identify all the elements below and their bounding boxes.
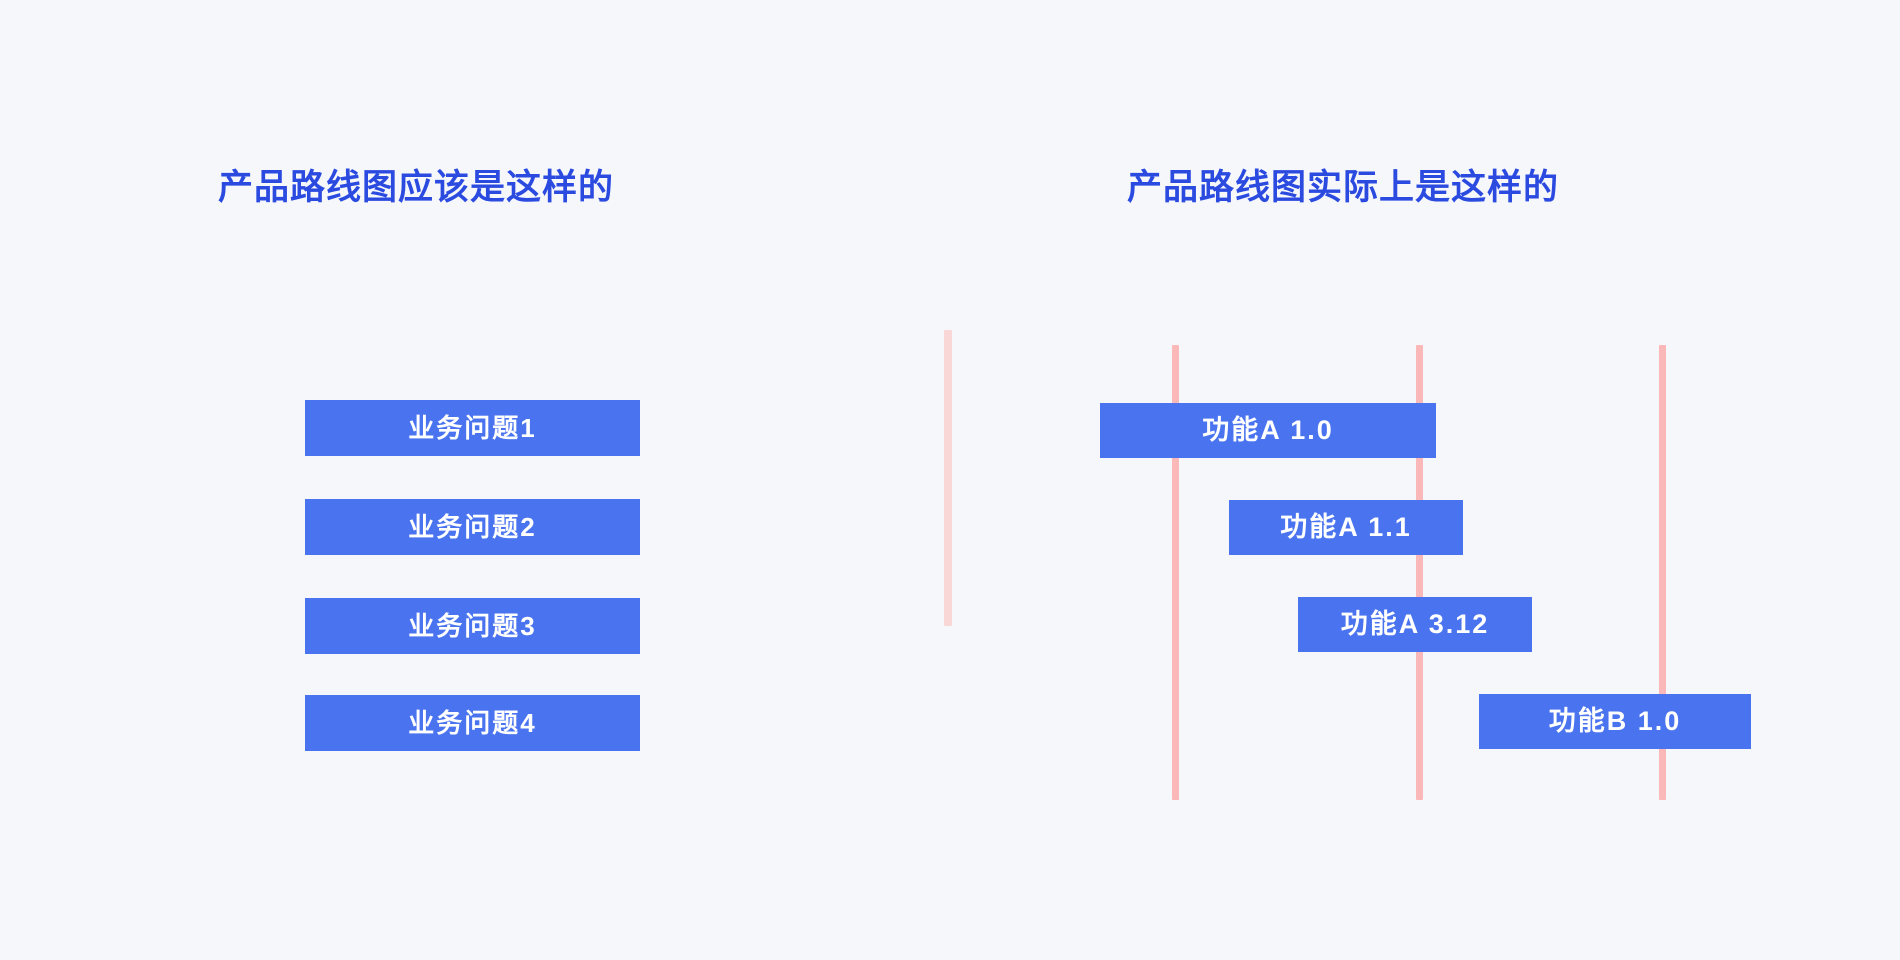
issue-box-label: 业务问题4 — [408, 708, 537, 738]
timeline-rule-2 — [1416, 345, 1423, 800]
gantt-bar-label: 功能A 1.1 — [1280, 512, 1412, 542]
gantt-bar[interactable]: 功能A 1.1 — [1229, 500, 1463, 555]
issue-box-label: 业务问题2 — [408, 512, 537, 542]
gantt-bar[interactable]: 功能B 1.0 — [1479, 694, 1751, 749]
right-panel-title: 产品路线图实际上是这样的 — [1127, 168, 1560, 207]
gantt-bar[interactable]: 功能A 3.12 — [1298, 597, 1532, 652]
timeline-rule-1 — [1172, 345, 1179, 800]
issue-box[interactable]: 业务问题3 — [305, 598, 640, 654]
issue-box[interactable]: 业务问题4 — [305, 695, 640, 751]
timeline-rule-3 — [1659, 345, 1666, 800]
gantt-bar-label: 功能A 3.12 — [1340, 609, 1490, 639]
issue-box[interactable]: 业务问题1 — [305, 400, 640, 456]
left-panel-title: 产品路线图应该是这样的 — [218, 168, 615, 207]
gantt-bar[interactable]: 功能A 1.0 — [1100, 403, 1436, 458]
gantt-bar-label: 功能A 1.0 — [1202, 415, 1334, 445]
issue-box[interactable]: 业务问题2 — [305, 499, 640, 555]
center-divider — [944, 330, 952, 626]
issue-box-label: 业务问题1 — [408, 413, 537, 443]
issue-box-label: 业务问题3 — [408, 611, 537, 641]
gantt-bar-label: 功能B 1.0 — [1548, 706, 1682, 736]
